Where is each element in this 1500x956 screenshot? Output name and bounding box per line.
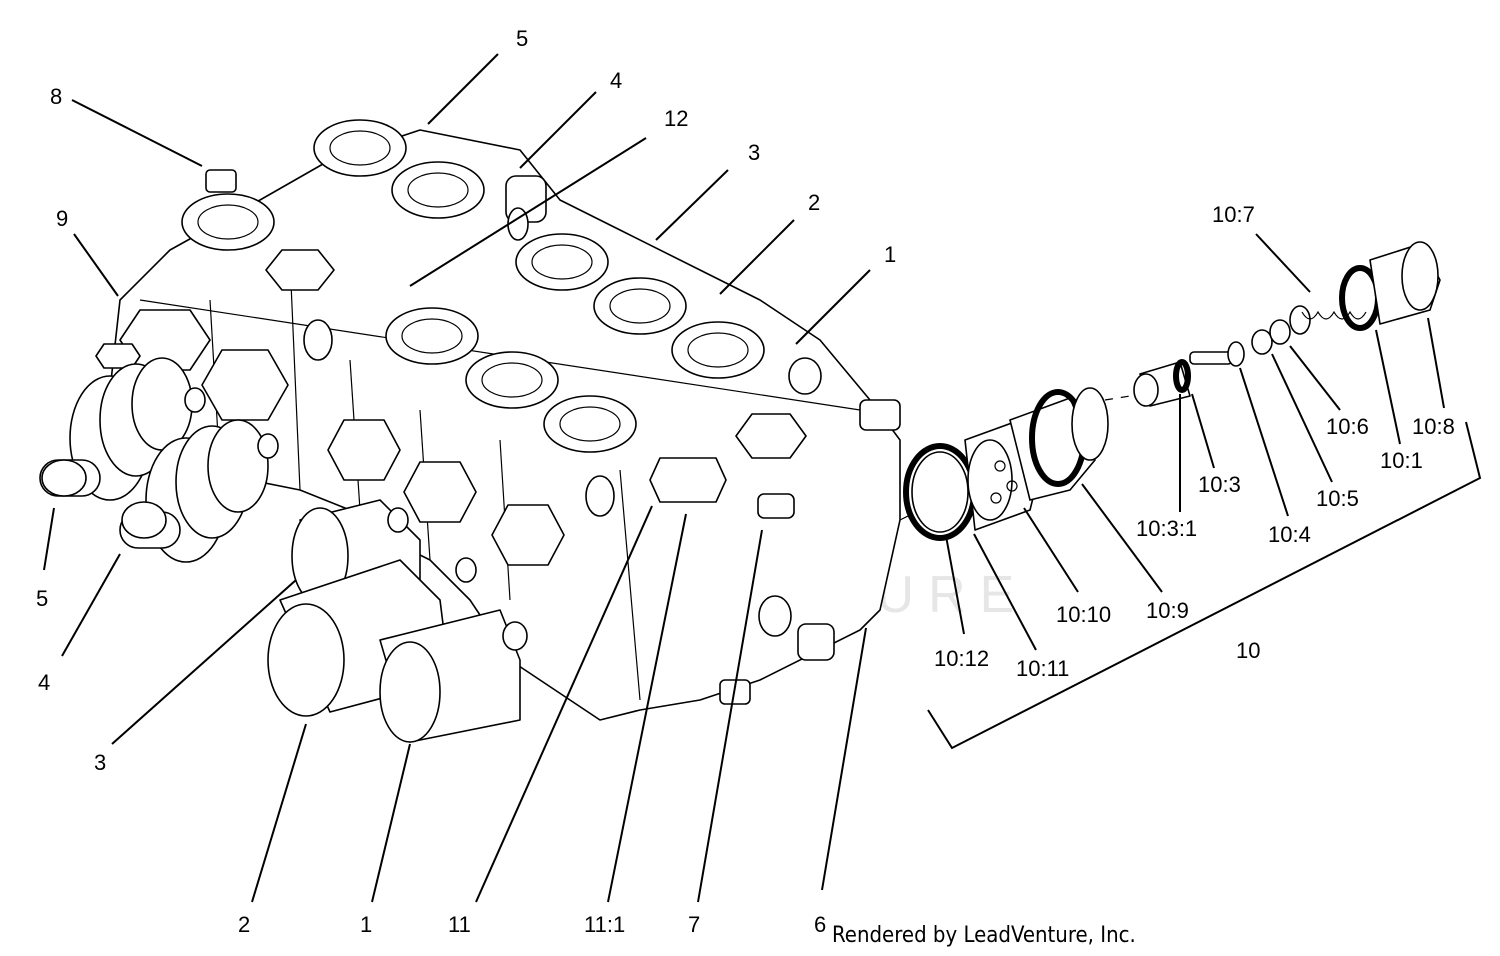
callout-10-11[interactable]: 10:11	[1016, 656, 1069, 681]
callout-10-4[interactable]: 10:4	[1268, 522, 1311, 547]
callout-8[interactable]: 8	[50, 84, 62, 109]
callout-10-8[interactable]: 10:8	[1412, 414, 1455, 439]
callout-labels: 5 4 12 8 3 2 1 9 5 4 3 2 1 11 11:1 7 6 1…	[36, 26, 1455, 937]
callout-6[interactable]: 6	[814, 912, 826, 937]
callout-10-3[interactable]: 10:3	[1198, 472, 1241, 497]
callout-2-top[interactable]: 2	[808, 190, 820, 215]
callout-1-bottom[interactable]: 1	[360, 912, 372, 937]
hex-plugs	[95, 249, 807, 566]
render-credit: Rendered by LeadVenture, Inc.	[832, 923, 1136, 948]
callout-2-bottom[interactable]: 2	[238, 912, 250, 937]
callout-10-3-1[interactable]: 10:3:1	[1136, 516, 1197, 541]
callout-9[interactable]: 9	[56, 206, 68, 231]
callout-10-7[interactable]: 10:7	[1212, 202, 1255, 227]
callout-12[interactable]: 12	[664, 106, 688, 131]
callout-3-left[interactable]: 3	[94, 750, 106, 775]
callout-4-left[interactable]: 4	[38, 670, 50, 695]
callout-5-left[interactable]: 5	[36, 586, 48, 611]
spool-boots	[39, 357, 269, 563]
callout-5-top[interactable]: 5	[516, 26, 528, 51]
small-fittings	[184, 169, 901, 705]
callout-10-9[interactable]: 10:9	[1146, 598, 1189, 623]
callout-3-top[interactable]: 3	[748, 140, 760, 165]
valve-body-assembly	[39, 119, 901, 743]
relief-valve-exploded	[899, 241, 1482, 750]
callout-10-12[interactable]: 10:12	[934, 646, 989, 671]
callout-11[interactable]: 11	[448, 912, 471, 937]
solenoid-coils	[267, 499, 521, 743]
callout-10-6[interactable]: 10:6	[1326, 414, 1369, 439]
callout-4-top[interactable]: 4	[610, 68, 622, 93]
callout-11-1[interactable]: 11:1	[584, 912, 625, 937]
callout-10-10[interactable]: 10:10	[1056, 602, 1111, 627]
leader-lines	[43, 53, 1445, 903]
callout-7[interactable]: 7	[688, 912, 700, 937]
callout-10[interactable]: 10	[1236, 638, 1260, 663]
port-fittings	[181, 119, 765, 453]
callout-1-top[interactable]: 1	[884, 242, 896, 267]
callout-10-5[interactable]: 10:5	[1316, 486, 1359, 511]
callout-10-1[interactable]: 10:1	[1380, 448, 1423, 473]
